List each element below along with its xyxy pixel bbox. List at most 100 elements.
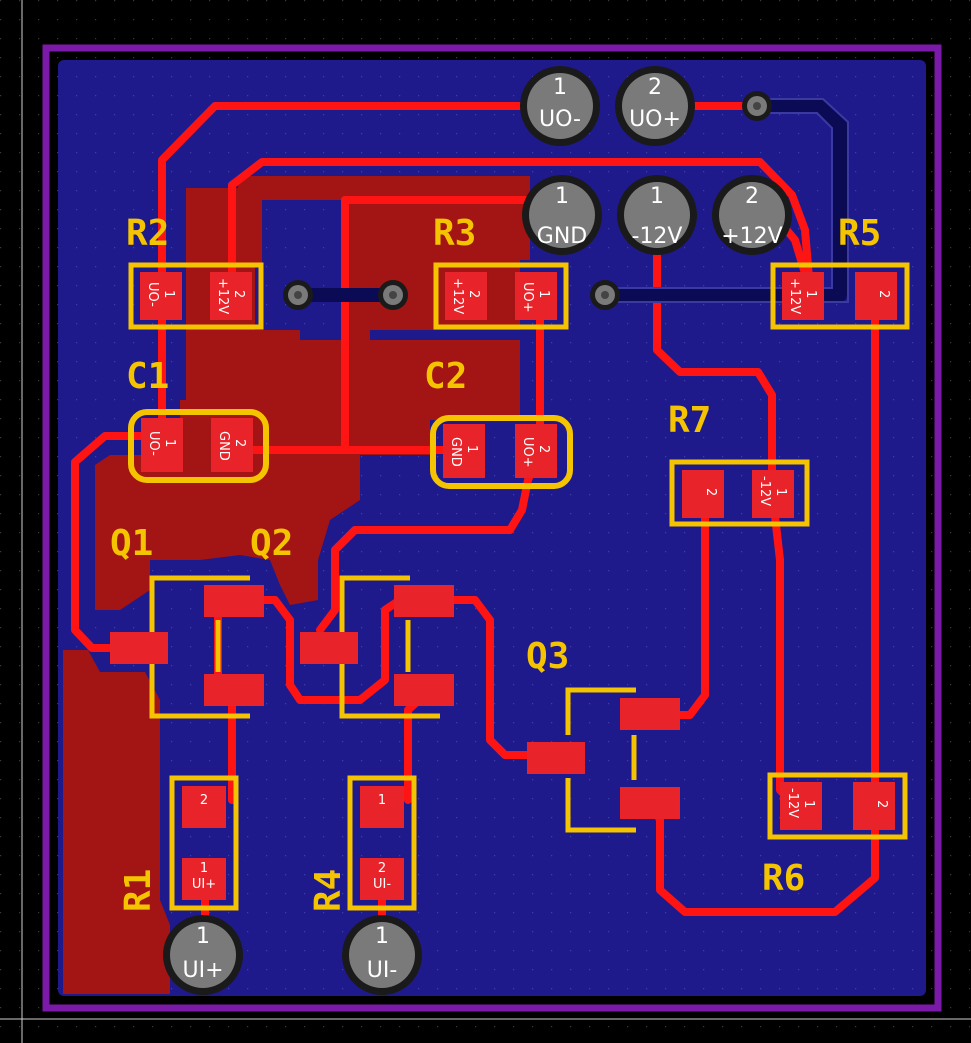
pad-pin: 2 [231,290,246,298]
pad-net: GND [216,431,231,461]
pad-pin: 2 [232,439,247,447]
trace-minus12v-r7 [653,218,776,494]
component-r2[interactable]: 1UO- 2+12V [128,262,264,330]
pad-q2-base[interactable] [300,632,358,664]
connector-uo-plus[interactable]: 2 UO+ [615,66,695,146]
component-r4[interactable]: 1 2 UI- [347,775,417,911]
component-q1[interactable] [110,575,264,719]
pad-r3-1[interactable] [515,272,557,320]
silkscreen-labels: R2 R3 R5 C1 C2 R7 Q1 Q2 Q3 R6 R1 R4 [110,213,881,912]
trace-plus12v-top [228,158,814,294]
label-r5: R5 [838,213,881,254]
board-outline [42,44,942,1012]
pad-r4-1[interactable] [360,786,404,828]
pad-r6-1[interactable] [780,782,822,830]
component-q2[interactable] [300,575,454,719]
label-r2: R2 [126,213,169,254]
pad-q3-emitter[interactable] [620,787,680,819]
label-r7: R7 [668,400,711,441]
pad-pin: 1 [773,488,788,496]
pad-pin: 2 [378,861,386,876]
pad-q1-emitter[interactable] [204,674,264,706]
pad-r7-2[interactable] [682,470,724,518]
pad-q3-collector[interactable] [620,698,680,730]
trace-q3-r6 [646,796,879,916]
pad-q2-collector[interactable] [394,585,454,617]
pad-r5-2[interactable] [855,272,897,320]
pad-q2-emitter[interactable] [394,674,454,706]
pad-r2-2[interactable] [210,272,252,320]
trace-bottom-via-r5 [601,99,847,302]
component-q3[interactable] [527,687,680,833]
component-r3[interactable]: 2+12V 1UO+ [433,262,569,330]
label-q3: Q3 [526,636,569,677]
pad-pin: 1 [536,290,551,298]
pad-pin: 1 [801,800,816,808]
pad-c2-2[interactable] [515,424,557,478]
pad-r2-1[interactable] [140,272,182,320]
bottom-trace-layer [293,99,847,302]
pad-pin: 2 [466,290,481,298]
connector-gnd[interactable]: 1 GND [522,175,602,255]
pad-q1-base[interactable] [110,632,168,664]
connector-pin: 2 [745,184,759,209]
pad-pin: 2 [703,488,718,496]
label-c2: C2 [424,356,467,397]
pad-q1-collector[interactable] [204,585,264,617]
bottom-trace-outline [608,98,849,303]
connector-pin: 1 [555,184,569,209]
pad-pin: 2 [874,800,889,808]
pad-c1-1[interactable] [141,418,183,472]
pad-c2-1[interactable] [443,424,485,478]
connector-minus12v[interactable]: 1 -12V [617,175,697,255]
connector-net: UI+ [182,958,223,983]
component-r5[interactable]: 1+12V 2 [770,262,910,330]
pad-pin: 1 [464,445,479,453]
connector-net: +12V [721,224,782,249]
connector-pin: 2 [648,75,662,100]
connector-pin: 1 [375,924,389,949]
pad-net: UO+ [520,282,535,313]
pad-net: UI+ [192,877,216,892]
component-r7[interactable]: 2 1-12V [669,459,810,527]
pad-q3-base[interactable] [527,742,585,774]
connector-net: UO+ [629,107,681,132]
pad-net: UI- [373,877,391,892]
connector-plus12v[interactable]: 2 +12V [712,175,792,255]
pad-pin: 2 [876,290,891,298]
trace-q2-q3 [426,596,554,759]
pad-r1-2[interactable] [182,786,226,828]
pad-pin: 1 [161,290,176,298]
label-r1: R1 [118,869,159,912]
connector-pin: 1 [650,184,664,209]
pad-pin: 1 [378,793,386,808]
pad-pin: 1 [803,290,818,298]
pad-r7-1[interactable] [752,470,794,518]
trace-uo-minus [158,102,564,294]
pad-net: +12V [787,278,802,314]
component-r6[interactable]: 1-12V 2 [767,772,908,840]
pad-r5-1[interactable] [782,272,824,320]
pad-net: +12V [215,278,230,314]
component-r1[interactable]: 2 1 UI+ [169,775,239,911]
connector-pin: 1 [553,75,567,100]
pad-net: UO- [145,282,160,307]
pad-r6-2[interactable] [853,782,895,830]
pad-net: +12V [450,278,465,314]
pad-net: UO+ [520,437,535,468]
pad-pin: 2 [536,445,551,453]
label-c1: C1 [126,356,169,397]
pad-r3-2[interactable] [445,272,487,320]
pad-c1-2[interactable] [211,418,253,472]
pad-r4-2[interactable] [360,858,404,900]
connector-uo-minus[interactable]: 1 UO- [520,66,600,146]
connector-ui-minus[interactable]: 1 UI- [342,915,422,995]
label-q1: Q1 [110,523,153,564]
connector-net: -12V [632,224,683,249]
pad-net: UO- [146,431,161,456]
pad-r1-1[interactable] [182,858,226,900]
connector-ui-plus[interactable]: 1 UI+ [163,915,243,995]
